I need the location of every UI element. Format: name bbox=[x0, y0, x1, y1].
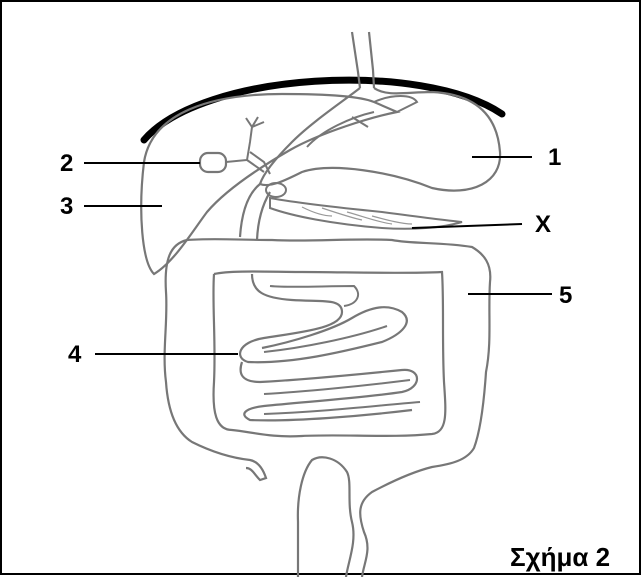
gallbladder bbox=[200, 153, 226, 172]
small-intestine bbox=[240, 274, 417, 420]
label-2: 2 bbox=[60, 152, 73, 176]
pancreas bbox=[270, 198, 462, 229]
diaphragm bbox=[144, 80, 502, 140]
leader-line-x bbox=[412, 224, 522, 228]
duodenal-bulb bbox=[266, 183, 286, 197]
label-4: 4 bbox=[68, 343, 81, 367]
small-intestine-inner bbox=[264, 286, 420, 414]
stomach bbox=[260, 88, 500, 191]
figure-caption: Σχήμα 2 bbox=[510, 544, 610, 570]
label-1: 1 bbox=[548, 146, 561, 170]
label-3: 3 bbox=[60, 195, 73, 219]
stomach-inner-curve bbox=[307, 112, 374, 147]
label-x: X bbox=[535, 213, 551, 237]
label-5: 5 bbox=[559, 284, 572, 308]
